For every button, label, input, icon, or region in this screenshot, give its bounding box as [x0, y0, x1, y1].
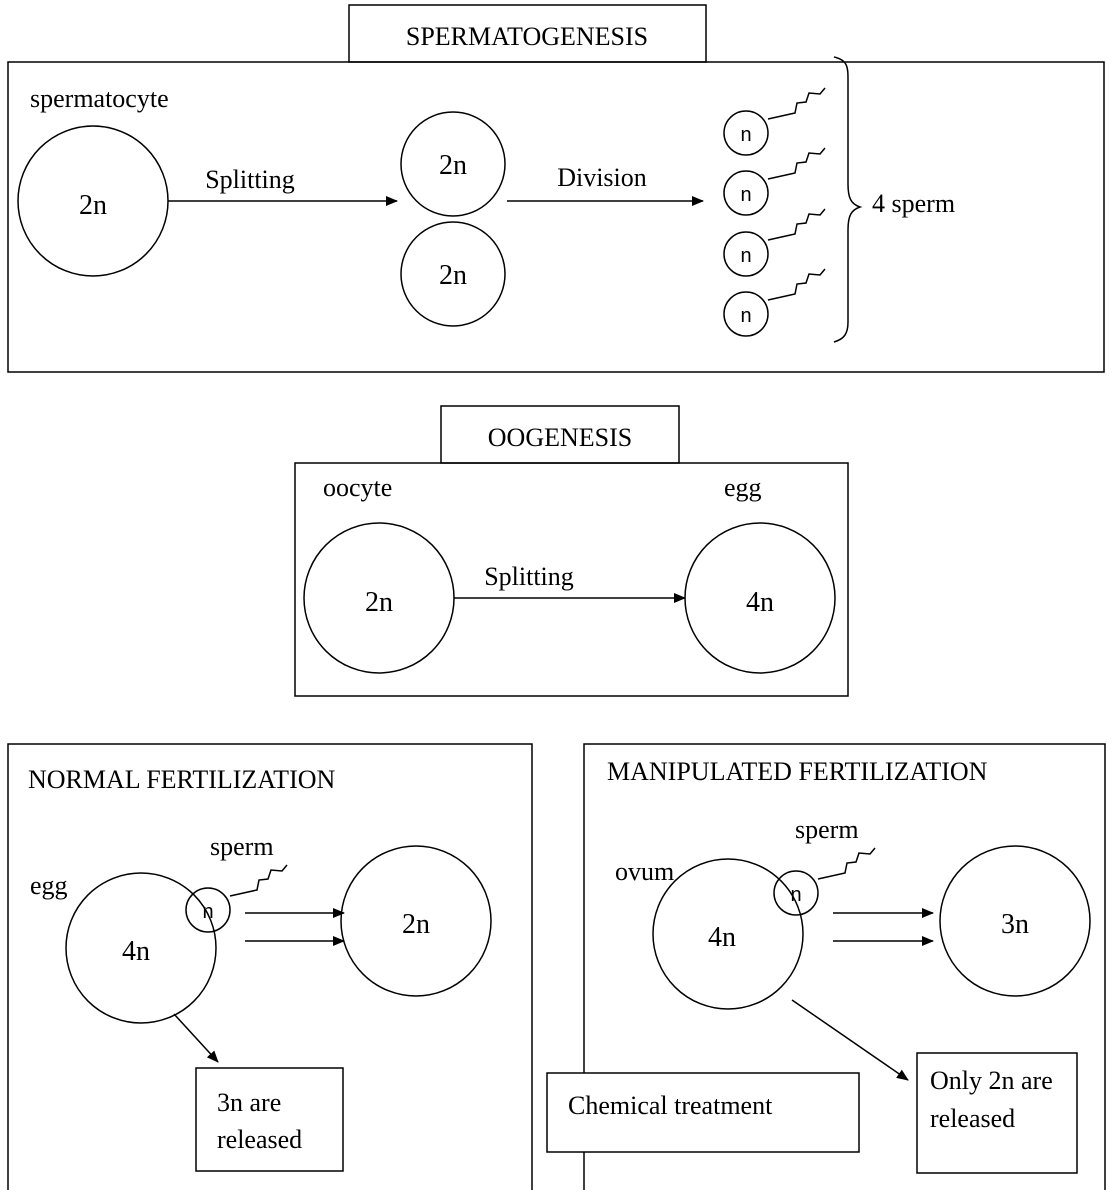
- daughter-cell-1-ploidy: 2n: [439, 150, 467, 181]
- normal-sperm-tail: [229, 864, 288, 897]
- manipulated-sperm-head: [773, 870, 819, 916]
- sperm-2-tail: [767, 147, 826, 180]
- normal-fertilization-title: NORMAL FERTILIZATION: [28, 765, 336, 794]
- normal-sperm-head: [185, 887, 231, 933]
- sperm-3: n: [723, 208, 826, 277]
- chemical-treatment-box: [546, 1072, 860, 1153]
- normal-release-arrow: [173, 1013, 219, 1063]
- normal-sperm-ploidy: n: [202, 901, 213, 923]
- normal-egg-cell: [65, 872, 217, 1024]
- manipulated-result-ploidy: 3n: [1001, 909, 1029, 940]
- division-label: Division: [557, 163, 647, 192]
- manipulated-fertilization-frame: [583, 743, 1106, 1190]
- manipulated-fertilization-panel: MANIPULATED FERTILIZATION sperm ovum 4n …: [546, 743, 1106, 1190]
- spermatogenesis-frame: [7, 61, 1105, 373]
- sperm-2-ploidy: n: [740, 184, 751, 206]
- oogenesis-panel: OOGENESIS oocyte egg 2n Splitting 4n: [294, 405, 849, 697]
- sperm-3-ploidy: n: [740, 245, 751, 267]
- normal-sperm-label: sperm: [210, 832, 274, 861]
- sperm-group-brace: [833, 56, 863, 343]
- normal-egg-label: egg: [30, 871, 68, 900]
- normal-fertilization-panel: NORMAL FERTILIZATION sperm egg 4n n 2n 3…: [7, 743, 533, 1190]
- oogenesis-title: OOGENESIS: [488, 423, 632, 452]
- spermatogenesis-panel: SPERMATOGENESIS spermatocyte 2n Splittin…: [7, 4, 1105, 373]
- manipulated-released-line2: released: [930, 1104, 1015, 1133]
- sperm-4-tail: [767, 268, 826, 301]
- normal-released-line2: released: [217, 1125, 302, 1154]
- normal-released-line1: 3n are: [217, 1088, 281, 1117]
- spermatogenesis-title-box: [348, 4, 707, 63]
- sperm-3-tail: [767, 208, 826, 241]
- manipulated-released-line1: Only 2n are: [930, 1066, 1053, 1095]
- chemical-treatment-label: Chemical treatment: [568, 1091, 773, 1120]
- sperm-1-ploidy: n: [740, 124, 751, 146]
- egg-label: egg: [724, 473, 762, 502]
- egg-ploidy: 4n: [746, 587, 774, 618]
- oogenesis-title-box: [440, 405, 680, 464]
- normal-fertilization-frame: [7, 743, 533, 1190]
- oogenesis-splitting-label: Splitting: [484, 562, 574, 591]
- sperm-2: n: [723, 147, 826, 216]
- manipulated-release-arrow: [791, 999, 909, 1081]
- daughter-cell-2: [400, 221, 506, 327]
- manipulated-sperm-tail: [817, 847, 876, 880]
- oocyte-label: oocyte: [323, 473, 392, 502]
- spermatocyte-ploidy: 2n: [79, 190, 107, 221]
- daughter-cell-2-ploidy: 2n: [439, 260, 467, 291]
- egg-cell: [684, 522, 836, 674]
- sperm-4-ploidy: n: [740, 305, 751, 327]
- manipulated-sperm-ploidy: n: [790, 884, 801, 906]
- manipulated-result-cell: [939, 845, 1091, 997]
- sperm-1-tail: [767, 87, 826, 120]
- released-box: [916, 1052, 1078, 1174]
- ovum-label: ovum: [615, 857, 674, 886]
- splitting-label: Splitting: [205, 165, 295, 194]
- oocyte-ploidy: 2n: [365, 587, 393, 618]
- manipulated-sperm-label: sperm: [795, 815, 859, 844]
- manipulated-egg-cell: [652, 858, 804, 1010]
- daughter-cell-1: [400, 111, 506, 217]
- four-sperm-label: 4 sperm: [872, 189, 955, 218]
- oogenesis-frame: [294, 462, 849, 697]
- normal-released-box: [195, 1067, 344, 1172]
- sperm-1-head: [723, 110, 769, 156]
- sperm-1: n: [723, 87, 826, 156]
- spermatogenesis-title: SPERMATOGENESIS: [406, 22, 648, 51]
- normal-egg-ploidy: 4n: [122, 936, 150, 967]
- manipulated-fertilization-title: MANIPULATED FERTILIZATION: [607, 757, 988, 786]
- sperm-3-head: [723, 231, 769, 277]
- sperm-4-head: [723, 291, 769, 337]
- normal-result-ploidy: 2n: [402, 909, 430, 940]
- manipulated-egg-ploidy: 4n: [708, 922, 736, 953]
- sperm-2-head: [723, 170, 769, 216]
- normal-result-cell: [340, 845, 492, 997]
- spermatocyte-label: spermatocyte: [30, 84, 169, 113]
- sperm-4: n: [723, 268, 826, 337]
